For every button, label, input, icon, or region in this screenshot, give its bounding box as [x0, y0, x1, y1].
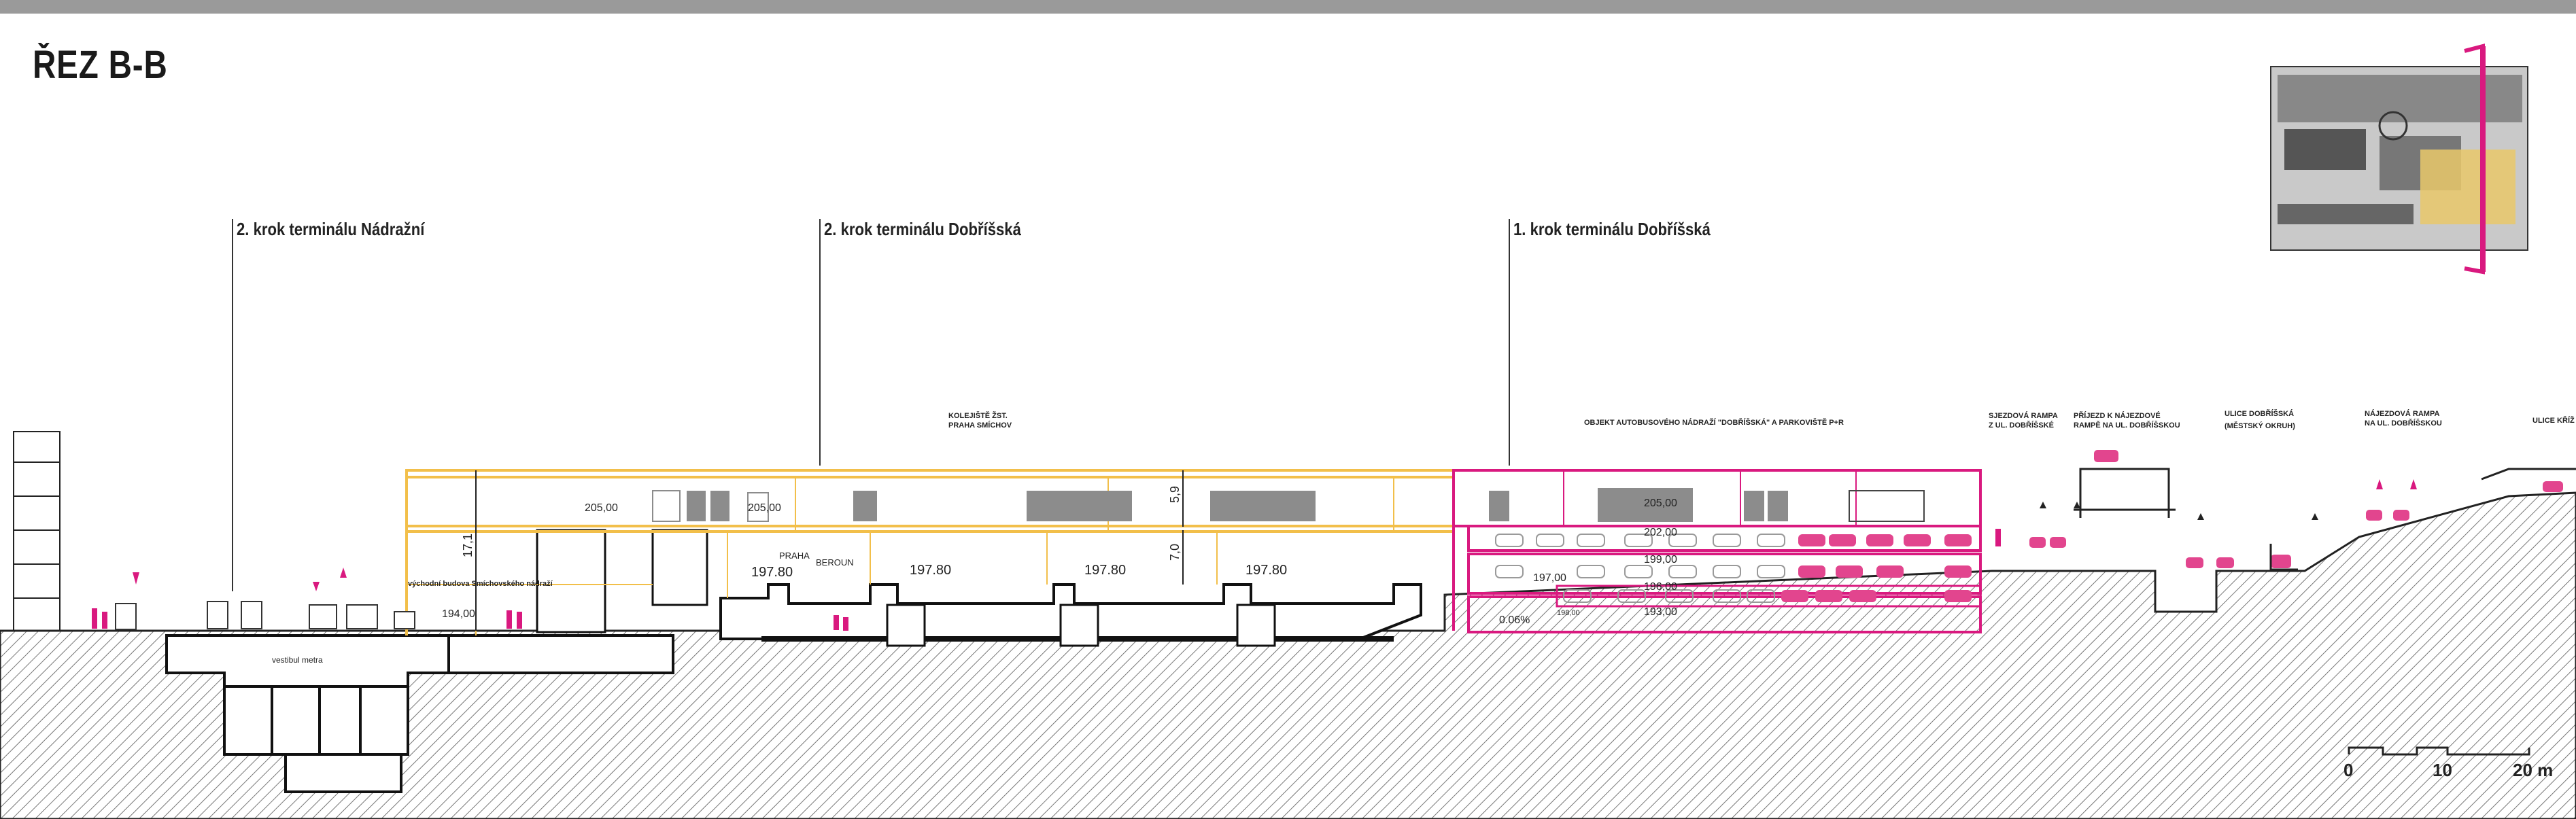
top-bar — [0, 0, 2576, 14]
vychodni-label: východní budova Smíchovského nádraží — [408, 580, 553, 588]
stage-leader-lines — [232, 219, 1510, 591]
platform-level-1: 197.80 — [751, 565, 793, 580]
parking-structure — [1452, 469, 1982, 633]
people-pink — [92, 479, 2417, 631]
najezdova-line-1: NÁJEZDOVÁ RAMPA — [2365, 409, 2439, 418]
parked-cars — [1781, 450, 2563, 602]
kolejiste-line-1: KOLEJIŠTĚ ŽST. — [948, 411, 1008, 420]
platform-level-3: 197.80 — [1084, 563, 1126, 578]
ulice-dobr-line-2: (MĚSTSKÝ OKRUH) — [2225, 421, 2295, 430]
platform-level-2: 197.80 — [910, 563, 951, 578]
platform-level-4: 197.80 — [1246, 563, 1287, 578]
dim-17-1: 17,1 — [461, 534, 475, 557]
platform-levels: 197.80 197.80 197.80 197.80 — [751, 563, 1287, 580]
vestibul-label: vestibul metra — [272, 655, 323, 665]
dimension-lines — [475, 470, 1184, 631]
stage-label-dobrisska-1: 1. krok terminálu Dobříšská — [1513, 219, 1711, 239]
sjezdova-line-1: SJEZDOVÁ RAMPA — [1989, 411, 2058, 420]
scale-bar: 0 10 20 m — [2343, 746, 2553, 780]
road-markers — [2040, 502, 2318, 520]
left-building — [13, 431, 61, 631]
level-205-right: 205,00 — [1644, 498, 1677, 509]
ulice-dobr-line-1: ULICE DOBŘÍŠSKÁ — [2225, 409, 2294, 418]
annotation-texts: KOLEJIŠTĚ ŽST. PRAHA SMÍCHOV OBJEKT AUTO… — [948, 409, 2575, 430]
beroun-label: BEROUN — [816, 557, 854, 568]
kolejiste-line-2: PRAHA SMÍCHOV — [948, 421, 1012, 430]
dim-5-9: 5,9 — [1168, 486, 1182, 503]
level-193: 193,00 — [1644, 606, 1677, 618]
level-labels: 205,00 205,00 205,00 202,00 199,00 197,0… — [442, 498, 1677, 620]
ulice-krizi-label: ULICE KŘÍŽ — [2532, 416, 2575, 425]
right-roads — [2074, 468, 2576, 571]
stage-label-nadrazni-2: 2. krok terminálu Nádražní — [237, 219, 425, 239]
prijezd-line-2: RAMPĚ NA UL. DOBŘÍŠSKOU — [2074, 421, 2180, 430]
page-title: ŘEZ B-B — [33, 43, 168, 87]
key-map — [2270, 43, 2528, 275]
small-texts: východní budova Smíchovského nádraží PRA… — [408, 551, 1530, 626]
dim-7-0: 7,0 — [1168, 544, 1182, 561]
level-202: 202,00 — [1644, 527, 1677, 538]
scale-20: 20 m — [2513, 760, 2553, 780]
level-205-mid: 205,00 — [748, 502, 781, 514]
slope-label: 0.06% — [1499, 614, 1530, 626]
metro-vestibule — [165, 634, 674, 793]
stage-label-dobrisska-2: 2. krok terminálu Dobříšská — [824, 219, 1021, 239]
car-outlines — [1495, 534, 1785, 603]
level-198: 198,00 — [1557, 609, 1580, 617]
praha-label: PRAHA — [779, 551, 810, 561]
level-199: 199,00 — [1644, 554, 1677, 565]
stair-shafts — [536, 529, 1276, 647]
level-194: 194,00 — [442, 608, 475, 620]
level-197: 197,00 — [1533, 572, 1566, 584]
scale-10: 10 — [2433, 760, 2452, 780]
najezdova-line-2: NA UL. DOBŘÍŠSKOU — [2365, 419, 2442, 428]
sjezdova-line-2: Z UL. DOBŘÍŠSKÉ — [1989, 421, 2054, 430]
buses — [687, 488, 1925, 522]
dimension-texts: 17,1 5,9 7,0 — [461, 486, 1182, 561]
objekt-label: OBJEKT AUTOBUSOVÉHO NÁDRAŽÍ "DOBŘÍŠSKÁ" … — [1584, 418, 1844, 427]
prijezd-line-1: PŘÍJEZD K NÁJEZDOVÉ — [2074, 411, 2161, 420]
level-196: 196,00 — [1644, 581, 1677, 593]
left-vehicles — [115, 601, 415, 630]
bus-outlines — [652, 490, 769, 522]
level-205-left: 205,00 — [585, 502, 618, 514]
scale-0: 0 — [2343, 760, 2353, 780]
